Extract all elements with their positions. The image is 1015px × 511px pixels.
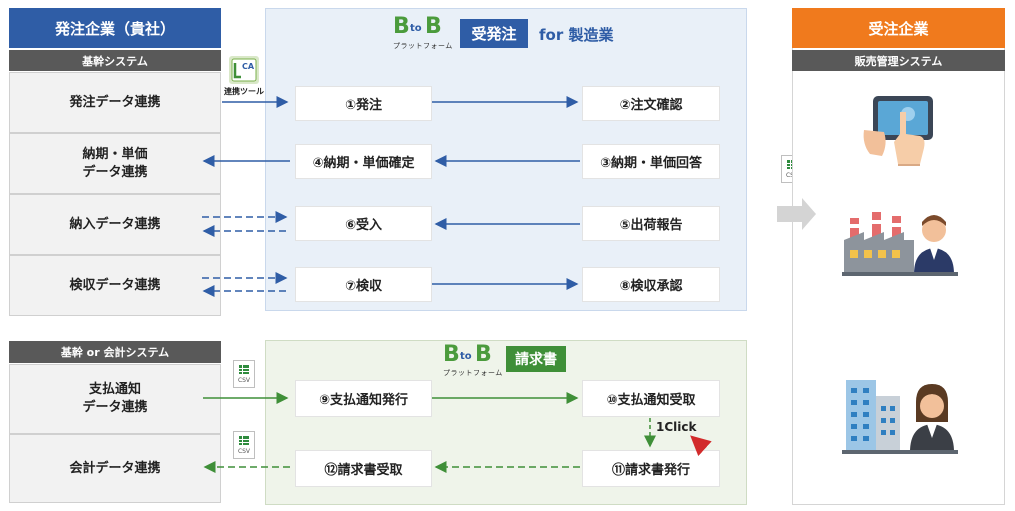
order-badge-text: 受発注: [471, 25, 517, 43]
delivery-price-data-link-row[interactable]: 納期・単価 データ連携: [9, 133, 221, 194]
invoice-badge: 請求書: [506, 346, 566, 372]
step-shipping-report[interactable]: ⑤出荷報告: [583, 207, 719, 240]
core-or-accounting-system-title: 基幹 or 会計システム: [60, 346, 170, 359]
link-tool-icon-text: CA: [242, 62, 255, 71]
order-badge: 受発注: [460, 19, 528, 48]
csv-label: CSV: [237, 377, 251, 384]
step-invoice-receive[interactable]: ⑫請求書受取: [296, 451, 431, 486]
click-cursor-icon: [690, 435, 712, 457]
row-label: 会計データ連携: [69, 460, 161, 476]
step-receipt[interactable]: ⑥受入: [296, 207, 431, 240]
logo-to: to: [460, 351, 472, 362]
step-order-confirm[interactable]: ②注文確認: [583, 87, 719, 120]
step-label: ⑪請求書発行: [611, 463, 690, 478]
step-inspection-approve[interactable]: ⑧検収承認: [583, 268, 719, 301]
logo-subtitle: プラットフォーム: [393, 42, 453, 50]
logo-b-right: B: [425, 14, 442, 39]
one-click-label: 1Click: [656, 420, 697, 434]
core-system-title: 基幹システム: [82, 54, 148, 68]
tablet-touch-icon: [860, 94, 940, 166]
order-data-link-row[interactable]: 発注データ連携: [9, 72, 221, 133]
step-label: ⑫請求書受取: [324, 463, 403, 478]
link-tool-icon: CA: [229, 56, 259, 84]
csv-file-icon: CSV: [233, 431, 255, 459]
row-label: 検収データ連携: [69, 277, 161, 293]
step-label: ⑦検収: [344, 279, 382, 294]
csv-label: CSV: [237, 448, 251, 455]
step-payment-notice-issue[interactable]: ⑨支払通知発行: [296, 381, 431, 416]
payment-notice-data-link-row[interactable]: 支払通知 データ連携: [9, 364, 221, 434]
factory-worker-icon: [842, 210, 960, 276]
step-label: ①発注: [344, 98, 382, 113]
step-inspection[interactable]: ⑦検収: [296, 268, 431, 301]
logo-b-right: B: [475, 342, 492, 367]
row-label-line2: データ連携: [82, 164, 148, 180]
supplier-company-header: 受注企業: [792, 8, 1005, 48]
core-system-header: 基幹システム: [9, 50, 221, 71]
row-label-line2: データ連携: [82, 400, 148, 415]
step-delivery-price-reply[interactable]: ③納期・単価回答: [583, 145, 719, 178]
row-label: 発注データ連携: [69, 94, 161, 110]
logo-subtitle: プラットフォーム: [443, 369, 503, 377]
csv-transfer-arrow-icon: [777, 198, 816, 230]
invoice-badge-text: 請求書: [515, 352, 557, 368]
btob-logo-invoice: B to B プラットフォーム: [443, 342, 507, 378]
inspection-data-link-row[interactable]: 検収データ連携: [9, 255, 221, 316]
receipt-data-link-row[interactable]: 納入データ連携: [9, 194, 221, 255]
supplier-company-title: 受注企業: [868, 19, 929, 38]
step-delivery-price-confirm[interactable]: ④納期・単価確定: [296, 145, 431, 178]
csv-file-icon: CSV: [233, 360, 255, 388]
step-label: ⑥受入: [344, 218, 382, 233]
step-payment-notice-receive[interactable]: ⑩支払通知受取: [583, 381, 719, 416]
row-label-line1: 納期・単価: [82, 146, 148, 162]
logo-to: to: [410, 23, 422, 34]
ordering-company-header: 発注企業（貴社）: [9, 8, 221, 48]
sales-management-header: 販売管理システム: [792, 50, 1005, 71]
link-tool-label: 連携ツール: [224, 87, 264, 96]
step-label: ⑩支払通知受取: [606, 393, 696, 408]
office-worker-icon: [842, 378, 960, 454]
step-invoice-issue[interactable]: ⑪請求書発行: [583, 451, 719, 486]
step-label: ⑤出荷報告: [619, 218, 683, 233]
step-label: ③納期・単価回答: [599, 156, 702, 171]
logo-b-left: B: [393, 14, 410, 39]
step-order[interactable]: ①発注: [296, 87, 431, 120]
row-label: 納入データ連携: [69, 216, 161, 232]
btob-logo: B to B プラットフォーム: [393, 14, 457, 50]
logo-b-left: B: [443, 342, 460, 367]
row-label-line1: 支払通知: [88, 382, 141, 398]
core-or-accounting-system-header: 基幹 or 会計システム: [9, 341, 221, 363]
sales-management-title: 販売管理システム: [854, 54, 943, 68]
step-label: ⑧検収承認: [619, 279, 683, 294]
step-label: ④納期・単価確定: [312, 156, 415, 171]
csv-label: CSV: [786, 172, 798, 179]
step-label: ②注文確認: [619, 98, 683, 113]
ordering-company-title: 発注企業（貴社）: [54, 19, 175, 38]
for-manufacturing-label: for 製造業: [539, 26, 614, 44]
accounting-data-link-row[interactable]: 会計データ連携: [9, 434, 221, 503]
step-label: ⑨支払通知発行: [318, 393, 408, 408]
